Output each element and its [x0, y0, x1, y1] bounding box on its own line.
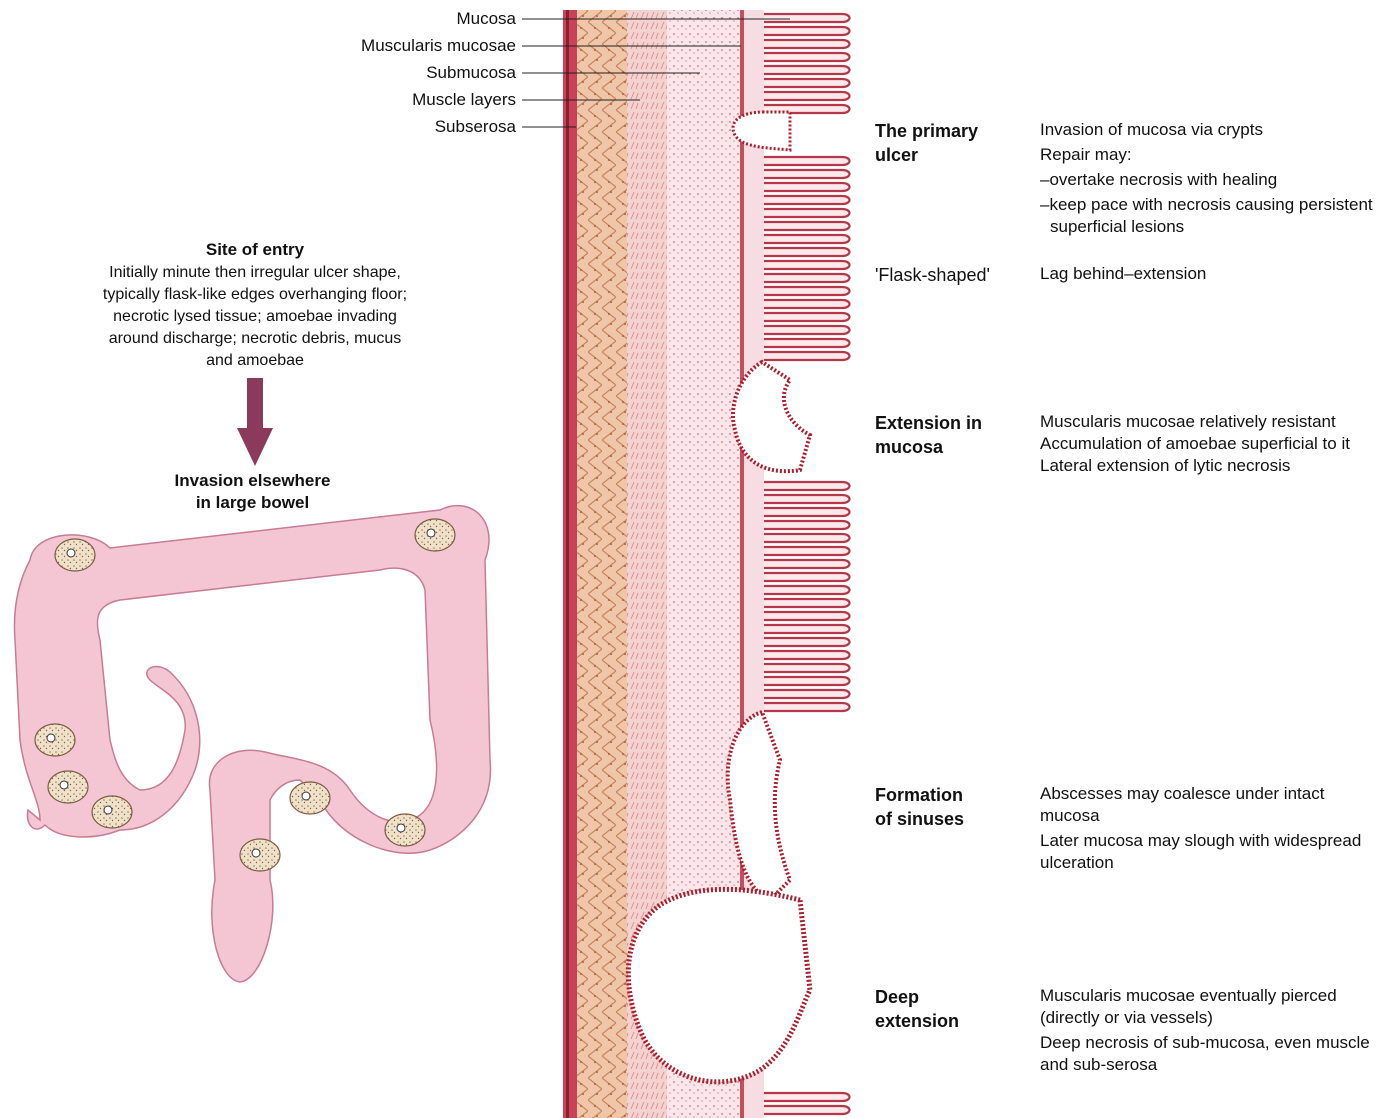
crypt — [764, 1106, 850, 1114]
crypt — [764, 521, 850, 529]
crypt — [764, 599, 850, 607]
crypt — [764, 612, 850, 620]
stage-desc-primary-ulcer: Invasion of mucosa via crypts Repair may… — [1040, 119, 1385, 241]
crypt — [764, 586, 850, 594]
colon-outline — [14, 506, 490, 982]
crypt — [764, 183, 850, 191]
crypt — [764, 703, 850, 711]
crypt — [764, 209, 850, 217]
amoeba-nucleus-icon — [104, 806, 112, 814]
crypt — [764, 170, 850, 178]
crypt — [764, 495, 850, 503]
crypt — [764, 105, 850, 113]
down-arrow-icon — [237, 378, 273, 466]
invasion-label: Invasion elsewhere in large bowel — [100, 470, 405, 514]
crypt — [764, 547, 850, 555]
crypt — [764, 222, 850, 230]
crypt — [764, 196, 850, 204]
crypt — [764, 677, 850, 685]
crypt — [764, 66, 850, 74]
crypt — [764, 664, 850, 672]
subserosa-layer — [563, 10, 577, 1118]
stage-desc-flask-shaped: Lag behind–extension — [1040, 263, 1385, 288]
stage-desc-deep-extension: Muscularis mucosae eventually pierced (d… — [1040, 985, 1385, 1079]
label-submucosa: Submucosa — [316, 63, 516, 83]
crypt — [764, 560, 850, 568]
crypt — [764, 157, 850, 165]
crypt — [764, 248, 850, 256]
amoeba-nucleus-icon — [427, 529, 435, 537]
crypt — [764, 573, 850, 581]
site-of-entry-text: Initially minute then irregular ulcer sh… — [60, 262, 450, 372]
crypt — [764, 274, 850, 282]
stage-title-extension-in-mucosa: Extension in mucosa — [875, 411, 1025, 459]
crypt — [764, 339, 850, 347]
amoeba-nucleus-icon — [252, 849, 260, 857]
stage-title-primary-ulcer: The primary ulcer — [875, 119, 1025, 167]
label-muscle-layers: Muscle layers — [316, 90, 516, 110]
amoeba-nucleus-icon — [302, 792, 310, 800]
stage-desc-extension-in-mucosa: Muscularis mucosae relatively resistant … — [1040, 411, 1385, 480]
stage-title-formation-of-sinuses: Formation of sinuses — [875, 783, 1025, 831]
crypt — [764, 326, 850, 334]
crypt — [764, 261, 850, 269]
crypt — [764, 300, 850, 308]
muscle-layer — [577, 10, 627, 1118]
amoeba-nucleus-icon — [60, 781, 68, 789]
crypt — [764, 313, 850, 321]
crypt — [764, 352, 850, 360]
crypt — [764, 508, 850, 516]
amoeba-nucleus-icon — [47, 734, 55, 742]
stage-title-deep-extension: Deep extension — [875, 985, 1025, 1033]
crypt — [764, 482, 850, 490]
stage-title-flask-shaped: 'Flask-shaped' — [875, 263, 1025, 287]
label-subserosa: Subserosa — [316, 117, 516, 137]
crypt — [764, 638, 850, 646]
crypt — [764, 92, 850, 100]
stage-desc-formation-of-sinuses: Abscesses may coalesce under intact muco… — [1040, 783, 1385, 877]
crypt — [764, 235, 850, 243]
crypt — [764, 651, 850, 659]
crypt — [764, 625, 850, 633]
label-muscularis-mucosae: Muscularis mucosae — [316, 36, 516, 56]
crypt — [764, 53, 850, 61]
crypt — [764, 27, 850, 35]
large-bowel — [14, 506, 490, 982]
crypt — [764, 534, 850, 542]
deep-ulcer — [628, 889, 810, 1082]
crypt — [764, 40, 850, 48]
crypt — [764, 1093, 850, 1101]
crypt — [764, 79, 850, 87]
crypt — [764, 287, 850, 295]
site-of-entry-title: Site of entry — [60, 240, 450, 260]
amoeba-nucleus-icon — [67, 549, 75, 557]
amoeba-nucleus-icon — [397, 824, 405, 832]
flask-ulcer — [733, 362, 810, 471]
crypt — [764, 690, 850, 698]
label-mucosa: Mucosa — [316, 9, 516, 29]
crypt — [764, 14, 850, 22]
